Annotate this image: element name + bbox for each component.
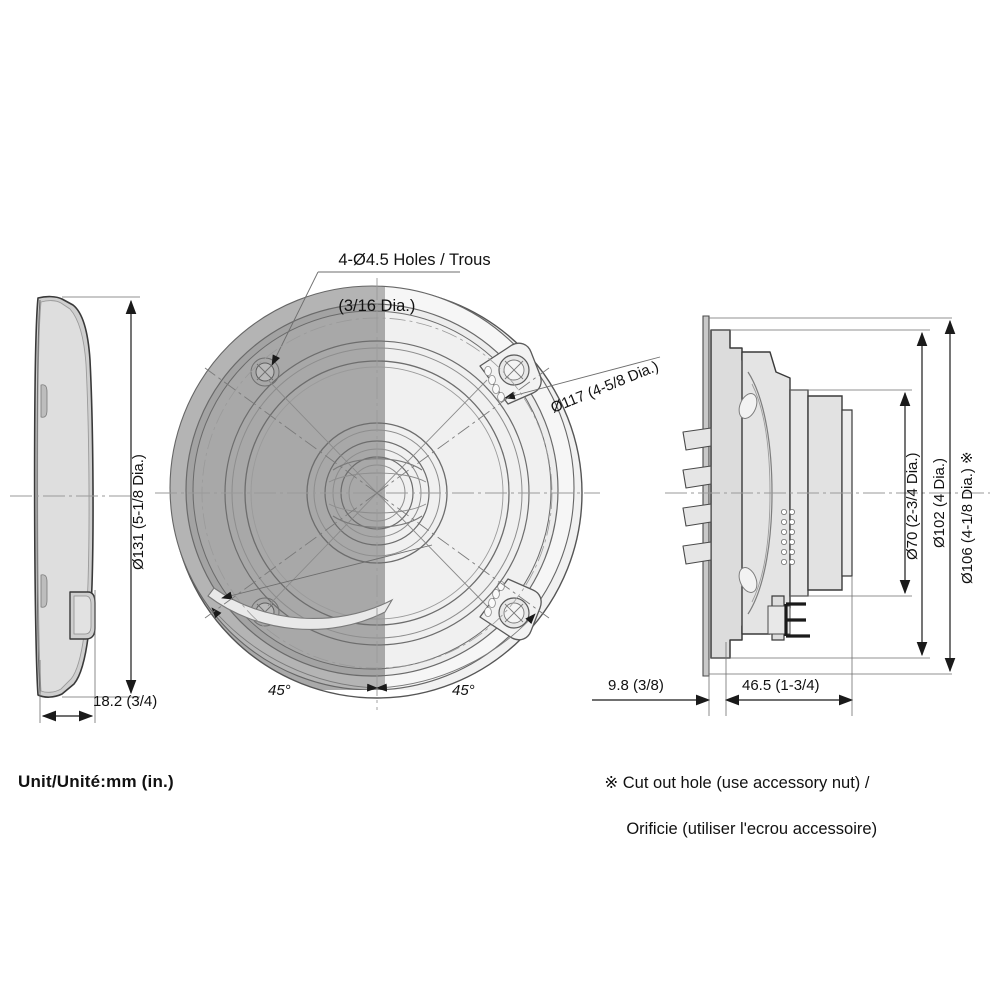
mounting-tab-upper-right (479, 342, 542, 405)
holes-callout-line2: (3/16 Dia.) (338, 297, 416, 315)
dimension-label-angle-left: 45° (268, 682, 291, 699)
unit-note: Unit/Unité:mm (in.) (18, 772, 174, 791)
dimension-label-9-8: 9.8 (3/8) (608, 677, 664, 694)
dimension-label-d131: Ø131 (5-1/8 Dia.) (130, 454, 147, 570)
dimension-label-d70: Ø70 (2-3/4 Dia.) (904, 452, 921, 560)
dimension-depth-46-5 (724, 576, 854, 716)
dimension-label-46-5: 46.5 (1-3/4) (742, 677, 820, 694)
dimension-d131 (62, 296, 140, 698)
dimension-label-18-2: 18.2 (3/4) (93, 693, 158, 710)
dimension-label-d106: Ø106 (4-1/8 Dia.) ※ (959, 451, 976, 584)
dimension-label-d102: Ø102 (4 Dia.) (931, 457, 948, 548)
footnote-cutout: ※ Cut out hole (use accessory nut) / Ori… (586, 749, 877, 864)
terminal-block (767, 595, 810, 641)
dimension-angles (204, 367, 550, 692)
front-view-speaker (155, 278, 600, 710)
holes-callout-label: 4-Ø4.5 Holes / Trous (3/16 Dia.) (320, 226, 491, 341)
footnote-line2: Orificie (utiliser l'ecrou accessoire) (626, 820, 878, 838)
mounting-hole-upper-left (250, 357, 280, 387)
footnote-line1: ※ Cut out hole (use accessory nut) / (604, 774, 870, 792)
dimension-depth-18-2 (39, 590, 96, 723)
grille-side-profile-view (10, 295, 135, 698)
side-section-view-speaker (665, 315, 990, 677)
dimension-label-angle-right: 45° (452, 682, 475, 699)
holes-callout-line1: 4-Ø4.5 Holes / Trous (338, 251, 491, 269)
dimension-depth-9-8 (592, 660, 711, 716)
leader-holes-callout (271, 271, 460, 366)
